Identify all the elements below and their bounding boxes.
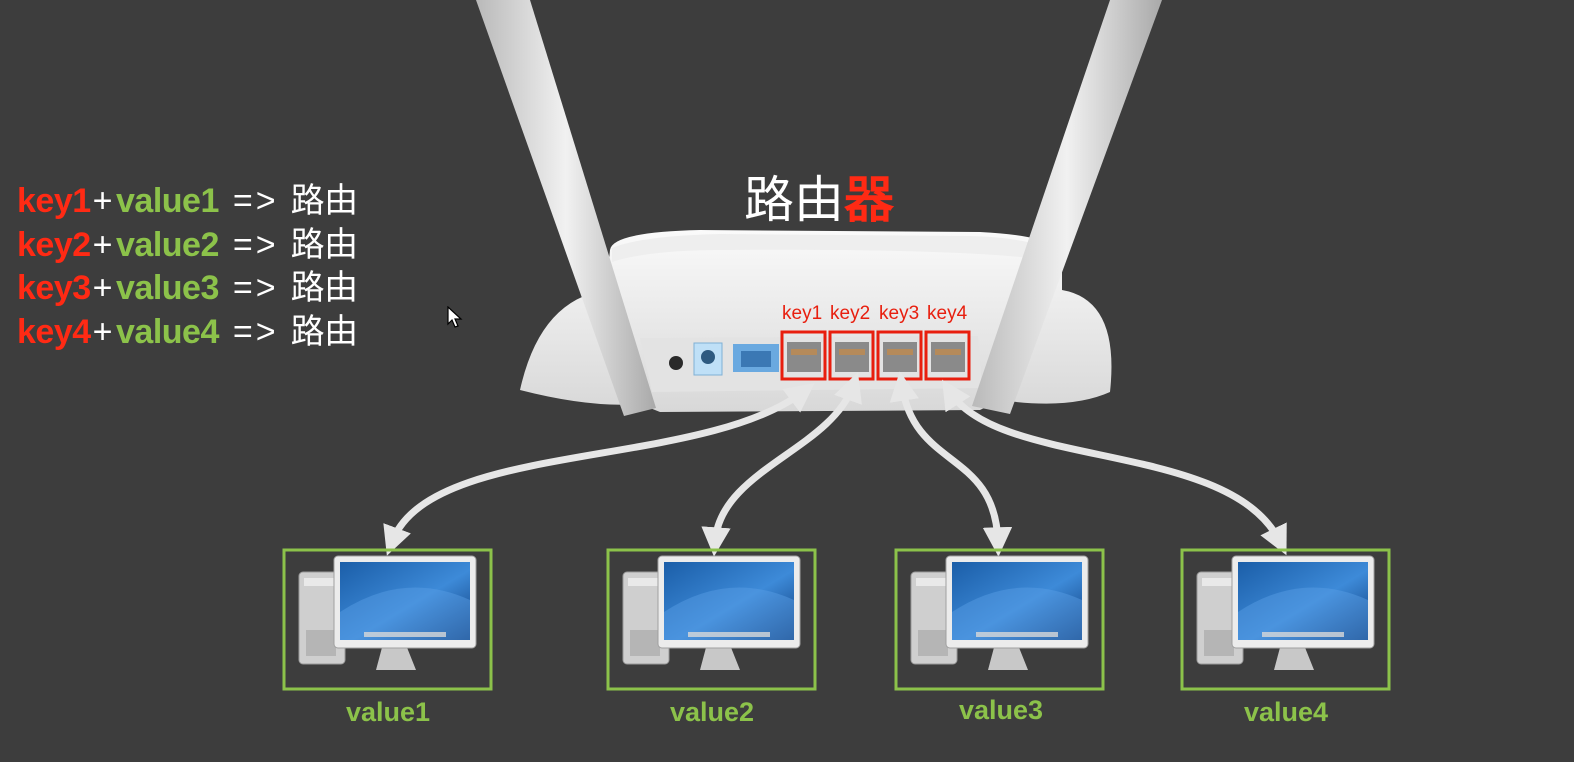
- computer-frame: [894, 548, 1105, 691]
- mapping-target: 路由: [290, 224, 359, 265]
- antenna-right: [972, 0, 1162, 414]
- router-title: 路由器: [744, 160, 894, 232]
- port-label-key3: key3: [879, 303, 920, 324]
- mapping-row: key3+value3 => 路由: [17, 267, 358, 311]
- connection-arrows: [383, 371, 1287, 557]
- computer-icon: [282, 548, 493, 691]
- mapping-key: key4: [17, 312, 91, 351]
- antenna-left: [476, 0, 656, 416]
- mapping-arrow: =>: [232, 269, 279, 307]
- arrow-key1-value1: [383, 383, 815, 556]
- computer-icon: [1180, 548, 1391, 691]
- mouse-cursor-icon: [447, 306, 463, 328]
- computer-frame: [1180, 548, 1391, 691]
- computer-screen: [952, 562, 1082, 640]
- mapping-target: 路由: [290, 181, 359, 221]
- arrow-key2-value2: [701, 372, 862, 557]
- computer-label-value4: value4: [1243, 697, 1329, 727]
- computer-label-value2: value2: [669, 697, 755, 727]
- mapping-plus: +: [92, 269, 113, 307]
- port-label-key2: key2: [830, 303, 871, 324]
- computer-screen: [1238, 562, 1368, 640]
- mapping-arrow: =>: [232, 182, 279, 220]
- mapping-target: 路由: [290, 268, 359, 308]
- mapping-value: value4: [116, 312, 219, 351]
- router-title-part1: 路由: [744, 171, 844, 229]
- arrow-key4-value4: [942, 379, 1287, 556]
- mapping-plus: +: [92, 312, 113, 351]
- mapping-value: value1: [116, 182, 219, 220]
- computer-icon: [606, 548, 817, 691]
- computer-screen: [664, 562, 794, 640]
- port-label-key1: key1: [782, 303, 823, 324]
- router-title-part2: 器: [844, 171, 894, 229]
- computer-icon: [894, 548, 1105, 691]
- computer-label-value3: value3: [958, 695, 1044, 725]
- mapping-plus: +: [92, 225, 113, 264]
- mapping-arrow: =>: [232, 312, 279, 351]
- mapping-row: key2+value2 => 路由: [17, 224, 358, 268]
- mapping-list: key1+value1=>路由 key2+value2=>路由 key3+val…: [17, 180, 358, 354]
- computer-frame: [606, 548, 817, 691]
- mapping-key: key3: [17, 269, 91, 307]
- mapping-arrow: =>: [232, 225, 279, 264]
- port-label-key4: key4: [927, 303, 968, 324]
- mapping-value: value3: [116, 269, 219, 307]
- mapping-key: key1: [17, 182, 91, 220]
- mapping-value: value2: [116, 225, 219, 264]
- mapping-plus: +: [92, 182, 113, 220]
- mapping-row: key1+value1 => 路由: [17, 180, 358, 224]
- mapping-target: 路由: [290, 311, 359, 352]
- mapping-row: key4+value4 => 路由: [17, 311, 358, 355]
- computer-frame: [282, 548, 493, 691]
- computer-screen: [340, 562, 470, 640]
- computer-label-value1: value1: [345, 697, 431, 727]
- mapping-key: key2: [17, 225, 91, 264]
